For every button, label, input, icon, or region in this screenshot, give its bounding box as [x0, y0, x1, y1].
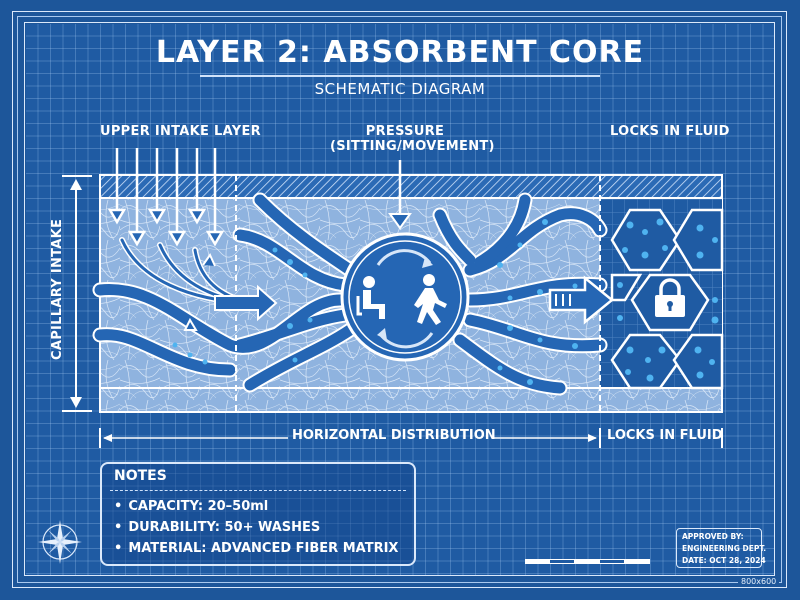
label-locks-bottom: LOCKS IN FLUID	[607, 428, 723, 443]
pressure-cycle-icon	[340, 232, 470, 362]
note-material: MATERIAL: ADVANCED FIBER MATRIX	[114, 538, 398, 559]
label-locks-top: LOCKS IN FLUID	[610, 124, 730, 139]
approval-stamp: APPROVED BY: ENGINEERING DEPT. DATE: OCT…	[676, 528, 767, 568]
dimensions-label: 800x600	[738, 577, 780, 586]
scale-bar-segment	[600, 560, 624, 563]
page-title: LAYER 2: ABSORBENT CORE	[155, 35, 645, 70]
stamp-date: DATE: OCT 28, 2024	[682, 556, 766, 565]
padlock-icon	[655, 278, 685, 317]
label-capillary-intake: CAPILLARY INTAKE	[50, 218, 65, 360]
compass-rose-icon	[38, 520, 82, 564]
notes-list: CAPACITY: 20–50ml DURABILITY: 50+ WASHES…	[114, 496, 398, 559]
scale-bar	[525, 559, 650, 564]
notes-box: NOTES CAPACITY: 20–50ml DURABILITY: 50+ …	[100, 462, 416, 566]
title-underline	[200, 75, 600, 77]
label-pressure-line1: PRESSURE	[365, 124, 445, 139]
note-capacity: CAPACITY: 20–50ml	[114, 496, 398, 517]
note-durability: DURABILITY: 50+ WASHES	[114, 517, 398, 538]
stamp-approved-by: APPROVED BY:	[682, 532, 744, 541]
label-pressure-line2: (SITTING/MOVEMENT)	[330, 139, 495, 154]
label-pressure: PRESSURE (SITTING/MOVEMENT)	[330, 124, 495, 154]
scale-bar-segment	[550, 560, 574, 563]
label-horizontal-distribution: HORIZONTAL DISTRIBUTION	[292, 428, 496, 443]
notes-divider	[110, 490, 406, 491]
stamp-department: ENGINEERING DEPT.	[682, 544, 767, 553]
page-subtitle: SCHEMATIC DIAGRAM	[314, 80, 486, 98]
notes-title: NOTES	[114, 468, 167, 484]
label-upper-intake: UPPER INTAKE LAYER	[100, 124, 261, 139]
